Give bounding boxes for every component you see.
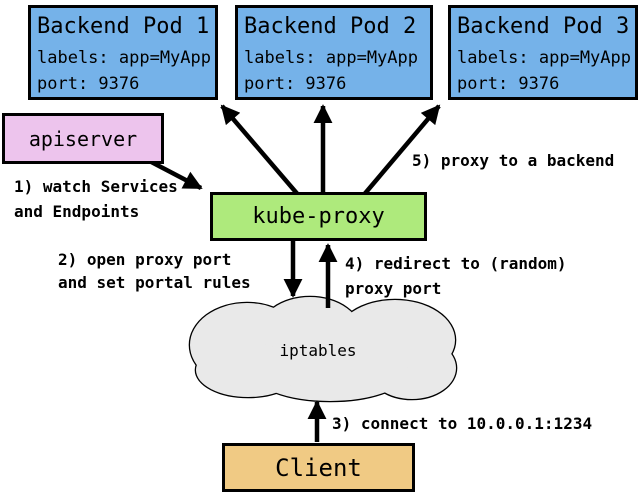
backend-pod-3-box: Backend Pod 3 labels: app=MyApp port: 93…	[448, 5, 638, 100]
annotation-step-2: 2) open proxy port and set portal rules	[58, 248, 251, 294]
client-box: Client	[222, 443, 415, 492]
annotation-step-4-line-2: proxy port	[345, 279, 442, 298]
arrow-kube-proxy-to-pod-3	[360, 104, 441, 199]
annotation-step-5: 5) proxy to a backend	[412, 151, 615, 170]
pod-labels-text: labels: app=MyApp	[457, 48, 631, 68]
annotation-step-3: 3) connect to 10.0.0.1:1234	[332, 414, 593, 433]
apiserver-box: apiserver	[2, 113, 164, 164]
iptables-cloud	[188, 295, 458, 403]
annotation-step-2-line-2: and set portal rules	[58, 273, 251, 292]
arrow-kube-proxy-to-pod-1	[220, 104, 302, 199]
client-label: Client	[275, 453, 362, 482]
annotation-step-4: 4) redirect to (random) proxy port	[345, 251, 567, 301]
annotation-step-1: 1) watch Services and Endpoints	[14, 174, 178, 224]
backend-pod-title: Backend Pod 3	[457, 14, 630, 39]
pod-port-text: port: 9376	[457, 74, 560, 94]
kube-proxy-label: kube-proxy	[252, 204, 385, 229]
pod-port-text: port: 9376	[37, 74, 140, 94]
backend-pod-2-box: Backend Pod 2 labels: app=MyApp port: 93…	[235, 5, 433, 100]
pod-port-text: port: 9376	[244, 74, 347, 94]
backend-pod-1-box: Backend Pod 1 labels: app=MyApp port: 93…	[28, 5, 218, 100]
pod-labels-text: labels: app=MyApp	[244, 48, 418, 68]
backend-pod-title: Backend Pod 2	[244, 14, 417, 39]
backend-pod-title: Backend Pod 1	[37, 14, 210, 39]
pod-labels-text: labels: app=MyApp	[37, 48, 211, 68]
annotation-step-4-line-1: 4) redirect to (random)	[345, 254, 567, 273]
apiserver-label: apiserver	[28, 126, 138, 151]
annotation-step-2-line-1: 2) open proxy port	[58, 250, 232, 269]
annotation-step-1-line-2: and Endpoints	[14, 202, 140, 221]
iptables-label: iptables	[279, 341, 357, 360]
kube-proxy-box: kube-proxy	[210, 192, 427, 241]
annotation-step-1-line-1: 1) watch Services	[14, 177, 178, 196]
